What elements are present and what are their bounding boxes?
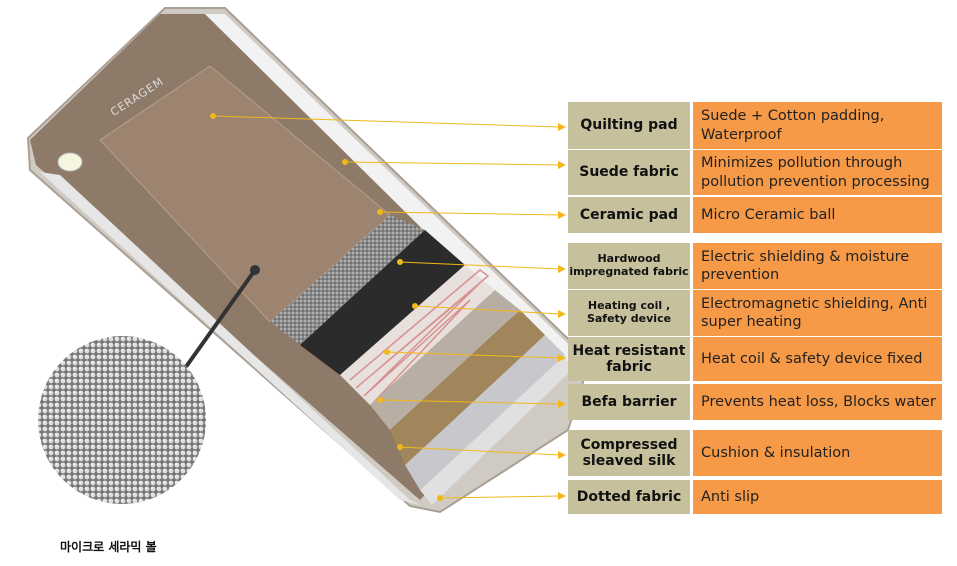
layer-description: Electromagnetic shielding, Anti super he… <box>693 290 942 336</box>
callout-line <box>439 495 561 499</box>
callout-dot <box>397 259 403 265</box>
callout-dot <box>437 495 443 501</box>
pointer-line <box>176 268 257 380</box>
white-side <box>205 14 585 370</box>
callout-arrows <box>210 113 566 501</box>
white-left-rim <box>40 172 420 505</box>
layer-name: Quilting pad <box>568 102 690 149</box>
callout-line <box>344 161 561 166</box>
callout-dot <box>377 397 383 403</box>
layer-description: Prevents heat loss, Blocks water <box>693 384 942 420</box>
ceramic-ball-closeup <box>38 336 206 504</box>
heat-resistant-layer <box>370 290 520 430</box>
layer-name: Dotted fabric <box>568 480 690 514</box>
befa-barrier-layer <box>390 310 545 465</box>
callout-line <box>386 351 561 359</box>
arrowhead <box>558 265 566 273</box>
callout-dot <box>377 209 383 215</box>
layer-description: Minimizes pollution through pollution pr… <box>693 150 942 195</box>
dotted-fabric-layer <box>420 355 572 505</box>
light-icon <box>57 152 83 172</box>
callout-dot <box>384 349 390 355</box>
layer-name: Heat resistant fabric <box>568 337 690 381</box>
arrowhead <box>558 161 566 169</box>
callout-dot <box>342 159 348 165</box>
arrowhead <box>558 451 566 459</box>
closeup-caption: 마이크로 세라믹 볼 <box>60 540 157 554</box>
arrowhead <box>558 400 566 408</box>
layer-description: Electric shielding & moisture prevention <box>693 243 942 289</box>
layer-name: Befa barrier <box>568 384 690 420</box>
layer-description: Suede + Cotton padding, Waterproof <box>693 102 942 149</box>
pointer-dot <box>250 265 260 275</box>
layer-name: Heating coil , Safety device <box>568 290 690 336</box>
layer-name: Hardwood impregnated fabric <box>568 243 690 289</box>
arrowhead <box>558 492 566 500</box>
silk-layer <box>405 335 565 490</box>
layer-description: Micro Ceramic ball <box>693 197 942 233</box>
callout-dot <box>397 444 403 450</box>
arrowhead <box>558 354 566 362</box>
layer-name: Compressed sleaved silk <box>568 430 690 476</box>
callout-line <box>212 115 561 128</box>
layer-name: Ceramic pad <box>568 197 690 233</box>
arrowhead <box>558 310 566 318</box>
ceramic-pad-layer <box>270 215 425 345</box>
hardwood-fabric-layer <box>300 230 465 375</box>
callout-line <box>414 305 561 315</box>
callout-line <box>379 211 561 216</box>
layer-name: Suede fabric <box>568 150 690 195</box>
layer-description: Heat coil & safety device fixed <box>693 337 942 381</box>
callout-dot <box>210 113 216 119</box>
layer-description: Anti slip <box>693 480 942 514</box>
arrowhead <box>558 211 566 219</box>
callout-line <box>399 261 561 270</box>
callout-line <box>379 399 561 405</box>
callout-line <box>399 446 561 456</box>
heating-coil <box>349 269 490 405</box>
callout-dot <box>412 303 418 309</box>
arrowhead <box>558 123 566 131</box>
layer-description: Cushion & insulation <box>693 430 942 476</box>
